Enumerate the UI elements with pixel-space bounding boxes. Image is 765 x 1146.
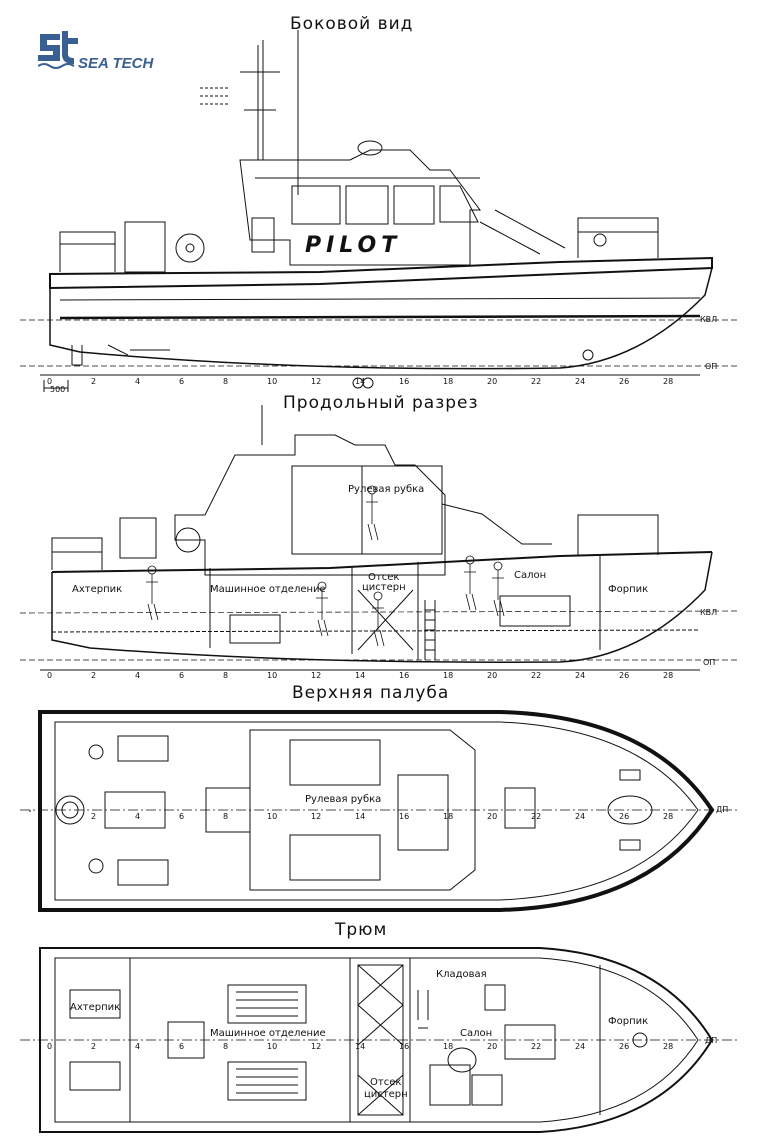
- frame-number-hold: 26: [619, 1042, 629, 1051]
- frame-number-hold: 20: [487, 1042, 497, 1051]
- frame-number-deck: 14: [355, 812, 365, 821]
- frame-number-side: 24: [575, 377, 585, 386]
- frame-number-hold: 14: [355, 1042, 365, 1051]
- storeroom-label-hold: Кладовая: [436, 969, 487, 980]
- fore-peak-label-section: Форпик: [608, 584, 648, 595]
- baseline-label-section: ОП: [703, 658, 715, 667]
- section-view: [19, 405, 741, 663]
- frame-number-section: 16: [399, 671, 409, 680]
- frame-number-side: 4: [135, 377, 140, 386]
- side-view: [20, 30, 740, 370]
- engine-room-label-section: Машинное отделение: [210, 584, 326, 595]
- frame-number-side: 8: [223, 377, 228, 386]
- frame-number-section: 12: [311, 671, 321, 680]
- frame-number-section: 22: [531, 671, 541, 680]
- frame-number-section: 6: [179, 671, 184, 680]
- logo-text: SEA TECH: [78, 55, 154, 72]
- section-view-title: Продольный разрез: [283, 393, 479, 413]
- frame-number-deck: 16: [399, 812, 409, 821]
- frame-number-hold: 10: [267, 1042, 277, 1051]
- frame-number-section: 18: [443, 671, 453, 680]
- frame-number-hold: 8: [223, 1042, 228, 1051]
- sea-tech-logo: [38, 31, 78, 69]
- st-monogram-icon: [38, 31, 78, 69]
- frame-number-section: 28: [663, 671, 673, 680]
- frame-number-deck: 20: [487, 812, 497, 821]
- wheelhouse-label-deck: Рулевая рубка: [305, 794, 381, 805]
- tank-label-section-2: цистерн: [362, 582, 406, 593]
- frame-number-section: 14: [355, 671, 365, 680]
- scale-500-label: 500: [50, 385, 65, 394]
- frame-number-side: 26: [619, 377, 629, 386]
- hold-view-title: Трюм: [335, 920, 388, 940]
- waterline-label-section: КВЛ: [700, 608, 717, 617]
- frame-number-deck: 28: [663, 812, 673, 821]
- frame-number-hold: 0: [47, 1042, 52, 1051]
- frame-number-hold: 4: [135, 1042, 140, 1051]
- frame-number-hold: 2: [91, 1042, 96, 1051]
- frame-number-deck: 18: [443, 812, 453, 821]
- saloon-label-section: Салон: [514, 570, 546, 581]
- frame-number-deck: 8: [223, 812, 228, 821]
- wheelhouse-label-section: Рулевая рубка: [348, 484, 424, 495]
- frame-number-section: 8: [223, 671, 228, 680]
- frame-number-side: 22: [531, 377, 541, 386]
- frame-number-section: 26: [619, 671, 629, 680]
- frame-number-side: 16: [399, 377, 409, 386]
- deck-view-title: Верхняя палуба: [292, 683, 450, 703]
- frame-number-side: 0: [47, 377, 52, 386]
- tank-label-hold-2: цистерн: [364, 1089, 408, 1100]
- frame-number-side: 6: [179, 377, 184, 386]
- deck-view: [20, 710, 740, 912]
- waterline-label-side: КВЛ: [700, 315, 717, 324]
- frame-number-hold: 6: [179, 1042, 184, 1051]
- frame-number-deck: 6: [179, 812, 184, 821]
- frame-number-side: 28: [663, 377, 673, 386]
- frame-number-hold: 22: [531, 1042, 541, 1051]
- frame-number-hold: 16: [399, 1042, 409, 1051]
- fore-peak-label-hold: Форпик: [608, 1016, 648, 1027]
- aft-peak-label-hold: Ахтерпик: [70, 1002, 120, 1013]
- frame-number-deck: 2: [91, 812, 96, 821]
- frame-number-hold: 24: [575, 1042, 585, 1051]
- frame-number-hold: 12: [311, 1042, 321, 1051]
- frame-number-deck: 4: [135, 812, 140, 821]
- frame-number-section: 10: [267, 671, 277, 680]
- frame-number-deck: 24: [575, 812, 585, 821]
- aft-peak-label-section: Ахтерпик: [72, 584, 122, 595]
- frame-number-hold: 28: [663, 1042, 673, 1051]
- baseline-label-side: ОП: [705, 362, 717, 371]
- frame-number-side: 14: [355, 377, 365, 386]
- frame-number-section: 24: [575, 671, 585, 680]
- centerline-label-hold: ДП: [705, 1036, 717, 1045]
- frame-number-side: 18: [443, 377, 453, 386]
- centerline-label-deck: ДП: [716, 805, 728, 814]
- frame-number-section: 2: [91, 671, 96, 680]
- frame-number-deck: 12: [311, 812, 321, 821]
- frame-number-section: 4: [135, 671, 140, 680]
- frame-number-deck: 22: [531, 812, 541, 821]
- hold-view: [20, 947, 740, 1133]
- frame-number-hold: 18: [443, 1042, 453, 1051]
- frame-number-side: 12: [311, 377, 321, 386]
- frame-number-deck: 10: [267, 812, 277, 821]
- side-view-title: Боковой вид: [290, 14, 414, 34]
- saloon-label-hold: Салон: [460, 1028, 492, 1039]
- frame-number-section: 20: [487, 671, 497, 680]
- frame-number-side: 10: [267, 377, 277, 386]
- frame-number-side: 2: [91, 377, 96, 386]
- tank-label-hold-1: Отсек: [370, 1077, 401, 1088]
- frame-number-deck: 26: [619, 812, 629, 821]
- vessel-name: PILOT: [305, 233, 401, 258]
- frame-number-side: 20: [487, 377, 497, 386]
- frame-scale-side: [40, 374, 700, 392]
- frame-number-section: 0: [47, 671, 52, 680]
- tank-label-section-1: Отсек: [368, 572, 399, 583]
- engine-room-label-hold: Машинное отделение: [210, 1028, 326, 1039]
